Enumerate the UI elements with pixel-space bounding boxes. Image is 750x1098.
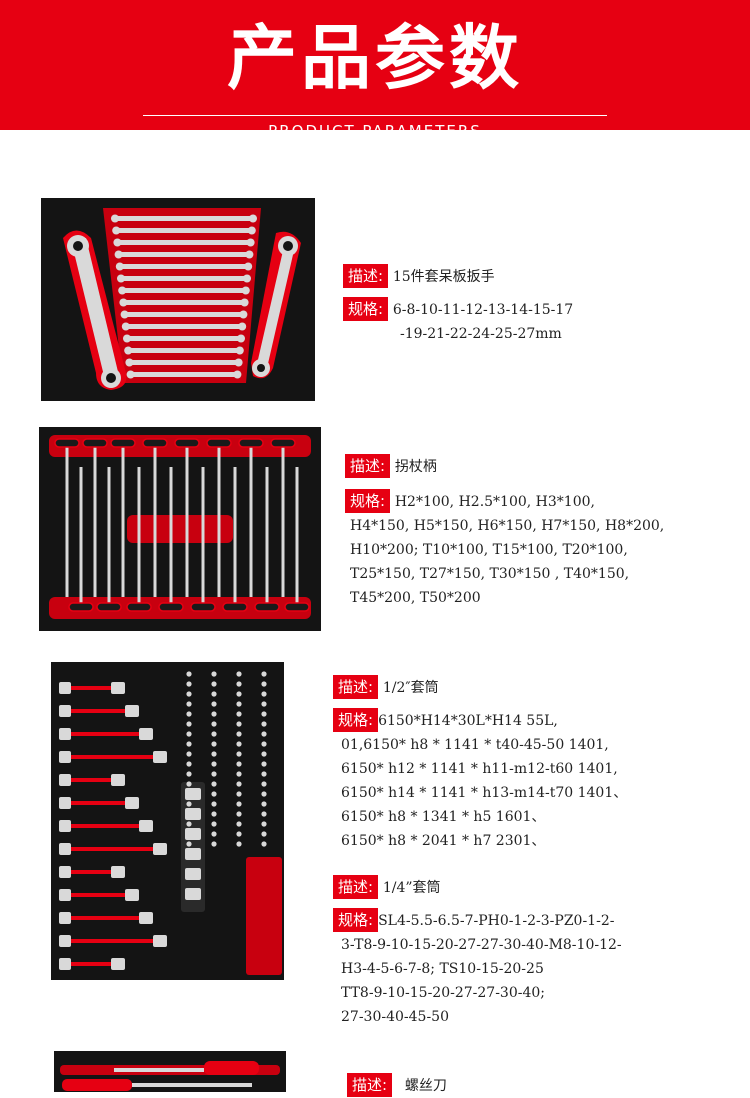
desc-tag: 描述: bbox=[347, 1073, 393, 1097]
spec-line: 6150* h12 * 1141 * h11-m12-t60 1401, bbox=[341, 761, 618, 777]
page-subtitle: PRODUCT PARAMETERS bbox=[0, 122, 750, 130]
spec-tag: 规格: bbox=[343, 297, 389, 321]
spec-tag: 规格: bbox=[333, 708, 379, 732]
spec-tag: 规格: bbox=[345, 489, 391, 513]
page-title: 产品参数 bbox=[227, 17, 523, 99]
spec-line: TT8-9-10-15-20-27-27-30-40; bbox=[341, 985, 546, 1001]
wrench-set-image bbox=[41, 198, 315, 401]
spec-line: 27-30-40-45-50 bbox=[341, 1009, 449, 1025]
spec-line: 6-8-10-11-12-13-14-15-17 bbox=[392, 302, 574, 318]
desc-value: 拐杖柄 bbox=[394, 459, 437, 475]
desc-tag: 描述: bbox=[343, 264, 389, 288]
product-t-handle-info: 描述: 拐杖柄 规格: H2*100, H2.5*100, H3*100, H4… bbox=[345, 454, 745, 610]
title-divider bbox=[143, 115, 607, 116]
spec-line: 6150*H14*30L*H14 55L, bbox=[378, 713, 558, 729]
spec-line: -19-21-22-24-25-27mm bbox=[400, 326, 562, 342]
spec-line: 6150* h8 * 2041 * h7 2301、 bbox=[341, 833, 546, 849]
desc-row: 描述: 螺丝刀 bbox=[347, 1073, 647, 1098]
spec-line: H4*150, H5*150, H6*150, H7*150, H8*200, bbox=[350, 518, 665, 534]
desc-value: 1/2″套筒 bbox=[382, 680, 439, 696]
spec-row-2: 规格:SL4-5.5-6.5-7-PH0-1-2-3-PZ0-1-2- bbox=[333, 908, 743, 933]
desc-value: 螺丝刀 bbox=[404, 1078, 447, 1094]
spec-row: 规格: H2*100, H2.5*100, H3*100, bbox=[345, 489, 745, 514]
desc-row: 描述: 1/2″套筒 bbox=[333, 675, 743, 700]
spec-line: SL4-5.5-6.5-7-PH0-1-2-3-PZ0-1-2- bbox=[378, 913, 615, 929]
screwdriver-set-image bbox=[54, 1051, 286, 1092]
spec-line: H10*200; T10*100, T15*100, T20*100, bbox=[350, 542, 628, 558]
desc-row: 描述: 15件套呆板扳手 bbox=[343, 264, 723, 289]
spec-line: H2*100, H2.5*100, H3*100, bbox=[394, 494, 595, 510]
desc-tag: 描述: bbox=[333, 675, 379, 699]
product-screwdriver-info: 描述: 螺丝刀 bbox=[347, 1073, 647, 1098]
spec-line: H3-4-5-6-7-8; TS10-15-20-25 bbox=[341, 961, 544, 977]
socket-set-image bbox=[51, 662, 284, 980]
spec-line: T45*200, T50*200 bbox=[350, 590, 481, 606]
desc-value: 15件套呆板扳手 bbox=[392, 269, 495, 285]
desc-tag: 描述: bbox=[333, 875, 379, 899]
product-wrench-info: 描述: 15件套呆板扳手 规格: 6-8-10-11-12-13-14-15-1… bbox=[343, 264, 723, 346]
t-handle-set-image bbox=[39, 427, 321, 631]
desc-tag: 描述: bbox=[345, 454, 391, 478]
spec-line: 3-T8-9-10-15-20-27-27-30-40-M8-10-12- bbox=[341, 937, 622, 953]
spec-row: 规格: 6-8-10-11-12-13-14-15-17 bbox=[343, 297, 723, 322]
desc-value: 1/4”套筒 bbox=[382, 880, 441, 896]
spec-tag: 规格: bbox=[333, 908, 379, 932]
spec-line: 6150* h14 * 1141 * h13-m14-t70 1401、 bbox=[341, 785, 628, 801]
spec-line: 01,6150* h8 * 1141 * t40-45-50 1401, bbox=[341, 737, 609, 753]
desc-row-2: 描述: 1/4”套筒 bbox=[333, 875, 743, 900]
product-socket-info: 描述: 1/2″套筒 规格:6150*H14*30L*H14 55L, 01,6… bbox=[333, 675, 743, 1029]
desc-row: 描述: 拐杖柄 bbox=[345, 454, 745, 479]
spec-row: 规格:6150*H14*30L*H14 55L, bbox=[333, 708, 743, 733]
spec-line: T25*150, T27*150, T30*150 , T40*150, bbox=[350, 566, 630, 582]
header-banner: 产品参数 PRODUCT PARAMETERS bbox=[0, 0, 750, 130]
spec-line: 6150* h8 * 1341 * h5 1601、 bbox=[341, 809, 546, 825]
